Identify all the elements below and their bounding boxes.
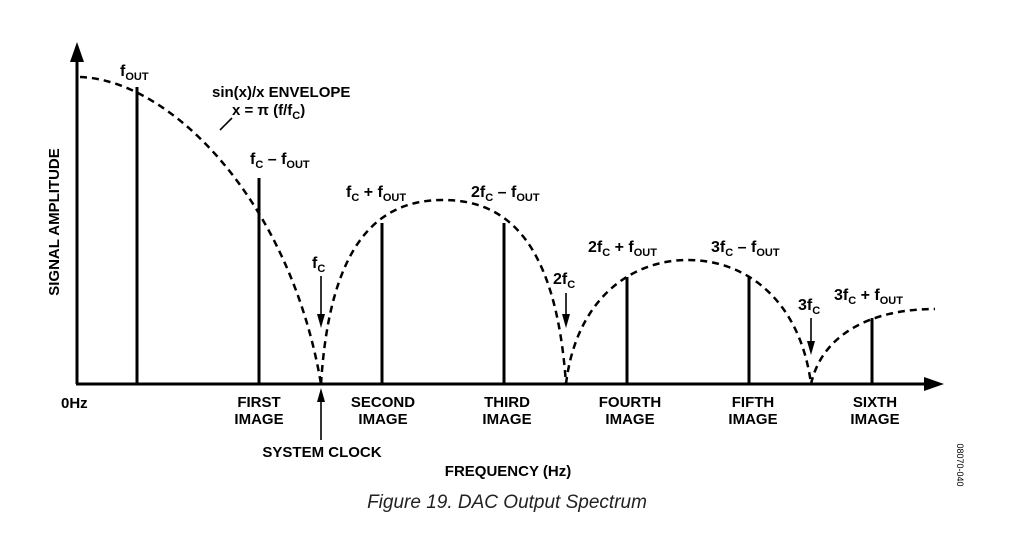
spike-label-2fc-minus-fout: 2fC – fOUT	[471, 184, 540, 204]
envelope-label-line1: sin(x)/x ENVELOPE	[212, 84, 350, 101]
null-arrow-3fc-head	[807, 341, 815, 355]
figure-caption: Figure 19. DAC Output Spectrum	[367, 492, 647, 513]
image-label-fourth-line2: IMAGE	[605, 411, 654, 428]
envelope-label-pointer	[219, 117, 233, 131]
image-label-fifth-line1: FIFTH	[732, 394, 775, 411]
figure-code: 08070-040	[955, 443, 965, 486]
y-axis-label: SIGNAL AMPLITUDE	[46, 148, 63, 296]
spike-label-3fc-minus-fout: 3fC – fOUT	[711, 239, 780, 259]
null-label-2fc: 2fC	[553, 271, 575, 291]
null-arrow-fc-head	[317, 314, 325, 328]
spike-label-2fc-plus-fout: 2fC + fOUT	[588, 239, 657, 259]
x-axis-arrowhead	[924, 377, 944, 391]
sinx-envelope-lobe-2	[319, 198, 568, 385]
sinx-envelope-lobe-1	[79, 75, 323, 385]
image-label-fifth-line2: IMAGE	[728, 411, 777, 428]
envelope-label-line2: x = π (f/fC)	[232, 102, 305, 122]
image-label-first-line2: IMAGE	[234, 411, 283, 428]
sinx-envelope-lobe-4	[809, 307, 936, 385]
image-label-first-line1: FIRST	[237, 394, 280, 411]
null-arrow-2fc-head	[562, 314, 570, 328]
image-label-sixth-line2: IMAGE	[850, 411, 899, 428]
spike-label-3fc-plus-fout: 3fC + fOUT	[834, 287, 903, 307]
image-label-second-line2: IMAGE	[358, 411, 407, 428]
image-label-second-line1: SECOND	[351, 394, 415, 411]
null-label-3fc: 3fC	[798, 297, 820, 317]
spike-label-fc-plus-fout: fC + fOUT	[346, 184, 406, 204]
image-label-third-line1: THIRD	[484, 394, 530, 411]
image-label-third-line2: IMAGE	[482, 411, 531, 428]
spike-label-fout: fOUT	[120, 63, 149, 83]
origin-label: 0Hz	[61, 395, 88, 412]
system-clock-label: SYSTEM CLOCK	[262, 444, 381, 461]
sinx-envelope-lobe-3	[564, 258, 813, 385]
x-axis-label: FREQUENCY (Hz)	[445, 463, 571, 480]
image-label-sixth-line1: SIXTH	[853, 394, 897, 411]
spike-label-fc-minus-fout: fC – fOUT	[250, 151, 310, 171]
image-label-fourth-line1: FOURTH	[599, 394, 662, 411]
y-axis-arrowhead	[70, 42, 84, 62]
null-label-fc: fC	[312, 255, 325, 275]
system-clock-arrow-head	[317, 388, 325, 402]
